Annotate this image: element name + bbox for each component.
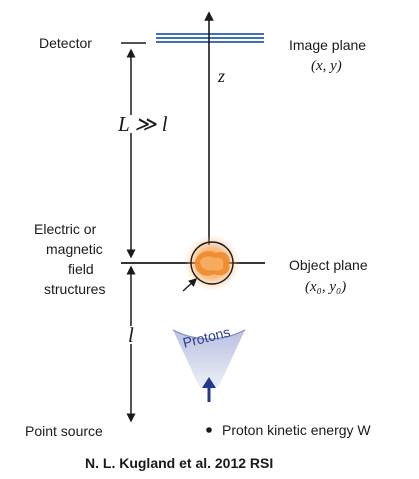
field-structures-line-3: field [68, 261, 94, 277]
proton-direction-arrow [202, 377, 216, 402]
image-plane-title: Image plane [289, 37, 367, 53]
z-axis-label: z [218, 66, 226, 86]
energy-note: Proton kinetic energy W [222, 422, 371, 438]
field-structures-line-4: structures [44, 281, 106, 297]
detector-lines [156, 33, 264, 43]
point-source-label: Point source [25, 423, 103, 439]
detector-label: Detector [39, 35, 92, 51]
field-structure-object [184, 235, 240, 291]
object-plane-title: Object plane [289, 257, 368, 273]
citation: N. L. Kugland et al. 2012 RSI [85, 455, 274, 471]
object-pointer-arrow [182, 278, 198, 292]
energy-bullet [206, 427, 212, 433]
object-plane-coords: (x₀, y₀) [305, 279, 347, 295]
field-structures-line-2: magnetic [46, 241, 103, 257]
field-structures-line-1: Electric or [34, 221, 97, 237]
distance-l-label: l [126, 323, 136, 347]
distance-L-label: L ≫ l [116, 112, 170, 136]
protons-fan [172, 329, 246, 389]
image-plane-coords: (x, y) [311, 58, 342, 74]
